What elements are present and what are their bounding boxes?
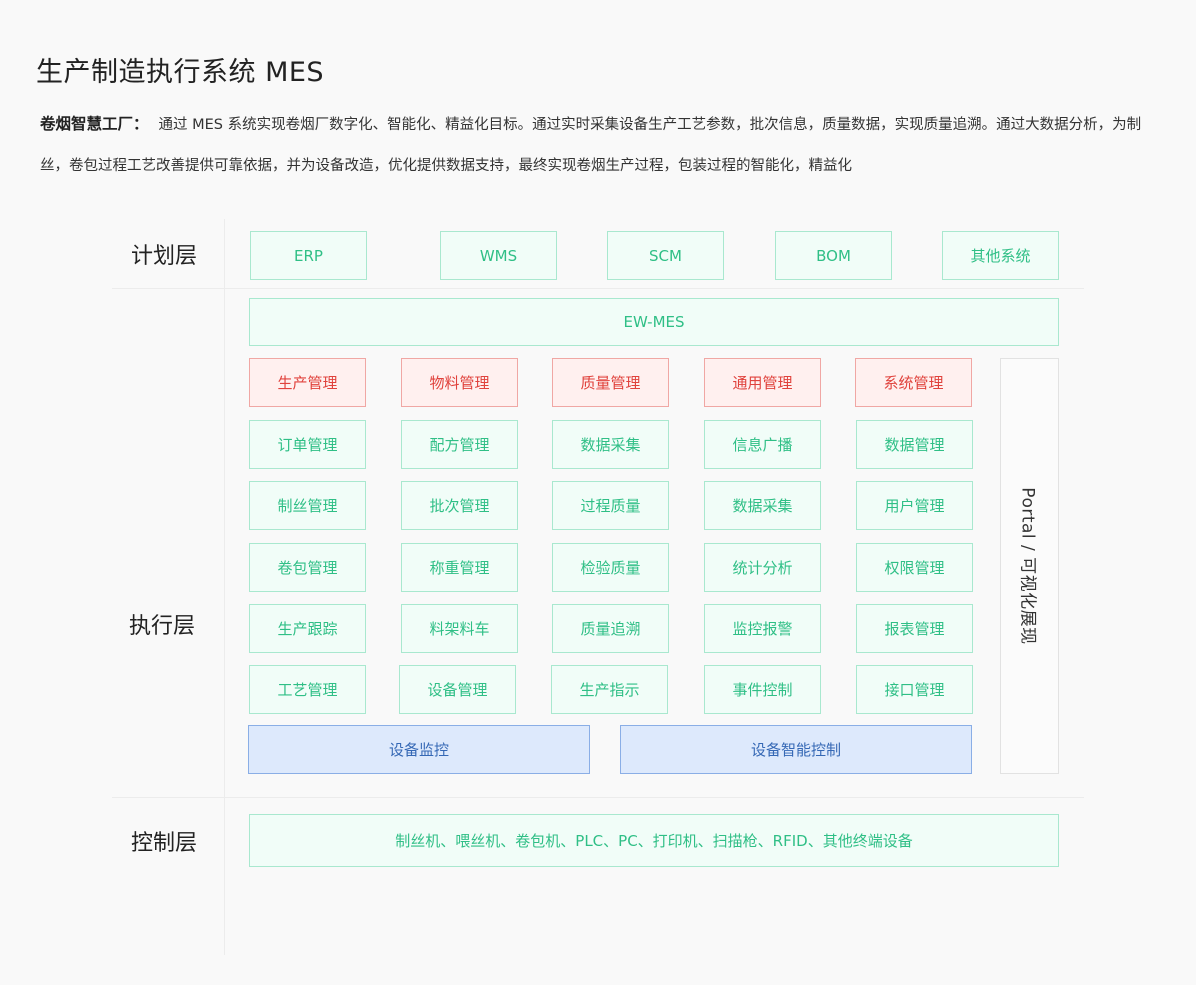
module-item: 数据采集	[704, 481, 821, 530]
module-item: 设备管理	[399, 665, 516, 714]
module-header-quality: 质量管理	[552, 358, 669, 407]
description-text: 通过 MES 系统实现卷烟厂数字化、智能化、精益化目标。通过实时采集设备生产工艺…	[40, 117, 1142, 174]
plan-system-scm: SCM	[607, 231, 724, 280]
layer-divider-vertical	[224, 219, 225, 955]
module-item: 过程质量	[552, 481, 669, 530]
module-item: 生产指示	[551, 665, 668, 714]
module-header-production: 生产管理	[249, 358, 366, 407]
layer-divider-plan	[112, 288, 1084, 289]
layer-label-plan: 计划层	[130, 244, 197, 269]
module-item: 配方管理	[401, 420, 518, 469]
device-smart-control-block: 设备智能控制	[620, 725, 972, 774]
description: 卷烟智慧工厂：通过 MES 系统实现卷烟厂数字化、智能化、精益化目标。通过实时采…	[40, 104, 1170, 187]
page-title: 生产制造执行系统 MES	[36, 57, 325, 88]
module-item: 批次管理	[401, 481, 518, 530]
plan-system-erp: ERP	[250, 231, 367, 280]
module-header-material: 物料管理	[401, 358, 518, 407]
module-item: 生产跟踪	[249, 604, 366, 653]
module-item: 称重管理	[401, 543, 518, 592]
module-item: 质量追溯	[552, 604, 669, 653]
module-item: 信息广播	[704, 420, 821, 469]
ew-mes-platform: EW-MES	[249, 298, 1059, 346]
module-header-general: 通用管理	[704, 358, 821, 407]
layer-label-exec: 执行层	[128, 614, 195, 639]
control-devices: 制丝机、喂丝机、卷包机、PLC、PC、打印机、扫描枪、RFID、其他终端设备	[249, 814, 1059, 867]
portal-visualization: Portal / 可视化展现	[1000, 358, 1059, 774]
module-item: 用户管理	[856, 481, 973, 530]
device-monitoring-block: 设备监控	[248, 725, 590, 774]
module-item: 事件控制	[704, 665, 821, 714]
module-item: 数据采集	[552, 420, 669, 469]
module-item: 工艺管理	[249, 665, 366, 714]
module-item: 订单管理	[249, 420, 366, 469]
module-item: 报表管理	[856, 604, 973, 653]
module-item: 数据管理	[856, 420, 973, 469]
module-item: 料架料车	[401, 604, 518, 653]
layer-label-control: 控制层	[130, 831, 197, 856]
plan-system-wms: WMS	[440, 231, 557, 280]
portal-label: Portal / 可视化展现	[1017, 487, 1037, 645]
description-label: 卷烟智慧工厂：	[40, 115, 149, 133]
module-item: 检验质量	[552, 543, 669, 592]
module-header-system: 系统管理	[855, 358, 972, 407]
layer-divider-control	[112, 797, 1084, 798]
plan-system-bom: BOM	[775, 231, 892, 280]
module-item: 监控报警	[704, 604, 821, 653]
plan-system-other: 其他系统	[942, 231, 1059, 280]
module-item: 统计分析	[704, 543, 821, 592]
module-item: 卷包管理	[249, 543, 366, 592]
module-item: 制丝管理	[249, 481, 366, 530]
module-item: 接口管理	[856, 665, 973, 714]
module-item: 权限管理	[856, 543, 973, 592]
